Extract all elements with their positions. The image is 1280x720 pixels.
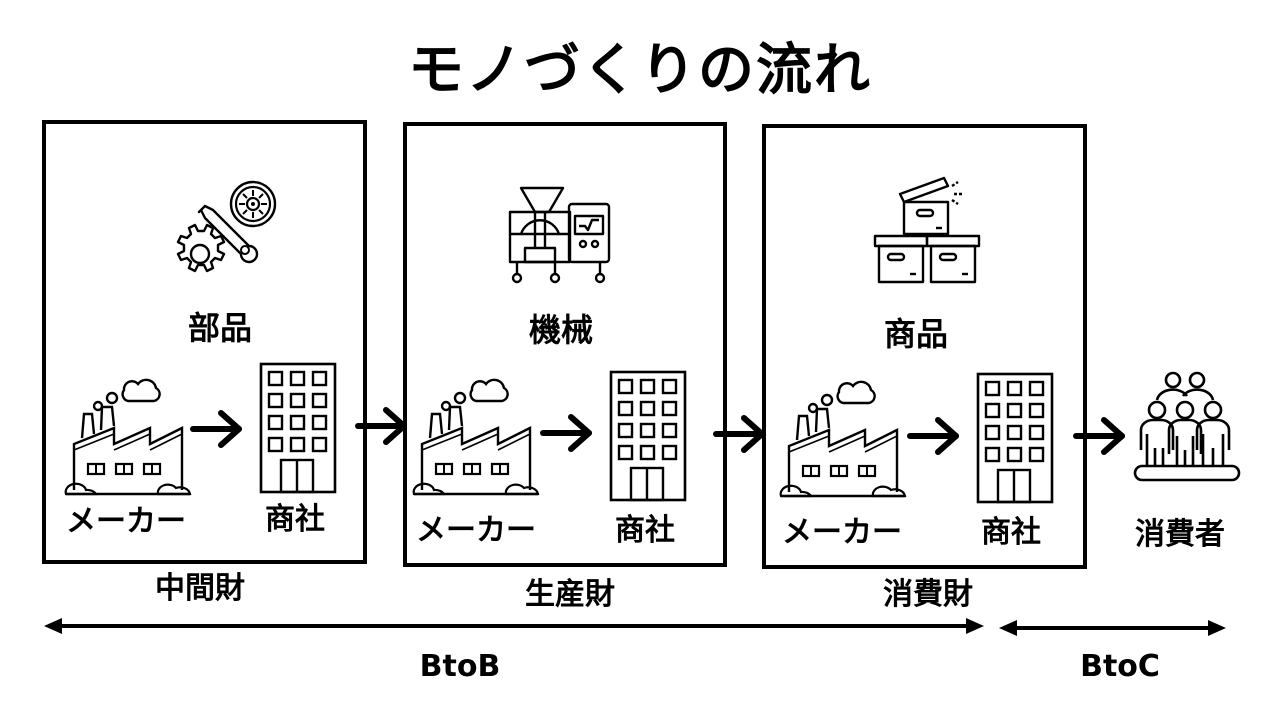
scope-label-btoc: BtoC [1080,649,1160,684]
arrow-right-icon [714,414,764,454]
factory-maker-icon [412,378,540,496]
building-trader-icon [609,370,687,502]
building-trader-icon [259,362,337,494]
arrow-right-icon [908,416,958,456]
arrow-right-icon [191,409,241,449]
industrial-machine-icon [509,186,611,286]
goods-type-label: 生産財 [525,577,615,612]
factory-maker-icon [64,378,192,496]
diagram-title: モノづくりの流れ [408,38,872,103]
trader-label: 商社 [615,513,675,548]
arrow-right-icon [1074,416,1124,456]
btob-span-arrow [44,618,984,634]
arrow-right-icon [541,413,591,453]
goods-type-label: 中間財 [155,571,245,606]
maker-label: メーカー [782,515,902,550]
arrow-right-icon [356,406,406,446]
goods-type-label: 消費財 [883,577,973,612]
factory-maker-icon [779,380,907,498]
trader-label: 商社 [981,515,1041,550]
building-trader-icon [976,372,1054,504]
maker-label: メーカー [66,504,186,539]
btoc-span-arrow [999,620,1226,636]
trader-label: 商社 [265,502,325,537]
scope-label-btob: BtoB [419,649,501,684]
maker-label: メーカー [416,513,536,548]
consumer-label: 消費者 [1135,517,1225,552]
product-label: 機械 [528,311,593,349]
product-label: 商品 [883,315,948,353]
consumers-group-icon [1133,370,1243,490]
parts-gear-wrench-icon [175,178,281,280]
product-label: 部品 [187,309,252,347]
product-boxes-icon [874,178,982,284]
